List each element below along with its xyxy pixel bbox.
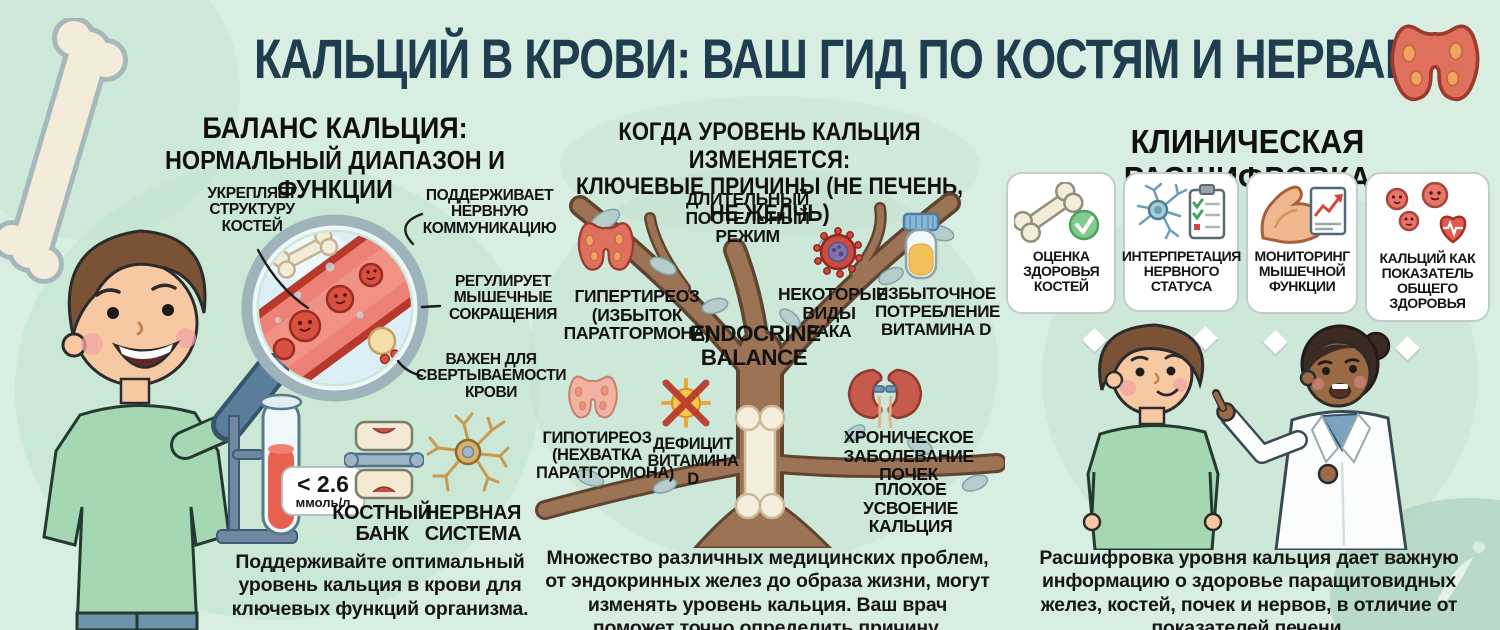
middle-footer-text: Множество различных медицинских проблем,… [545,547,990,630]
left-column-heading: БАЛАНС КАЛЬЦИЯ: НОРМАЛЬНЫЙ ДИАПАЗОН И ФУ… [142,112,529,204]
endocrine-tree-illustration [535,192,1005,548]
annotation-nerve-communication: ПОДДЕРЖИВАЕТ НЕРВНУЮ КОММУНИКАЦИЮ [422,187,557,237]
cause-kidney-disease: ХРОНИЧЕСКОЕ ЗАБОЛЕВАНИЕ ПОЧЕК [843,427,974,485]
cause-bed-rest: ДЛИТЕЛЬНЫЙ ПОСТЕЛЬНЫЙ РЕЖИМ [685,189,810,247]
neuron-checklist-icon [1137,182,1226,240]
cause-poor-absorption: ПЛОХОЕ УСВОЕНИЕ КАЛЬЦИЯ [863,479,958,537]
range-value: < 2.6 [297,471,349,497]
no-sun-icon [661,378,711,428]
thyroid-red-icon [577,222,635,271]
bubble-label: ОЦЕНКА ЗДОРОВЬЯ КОСТЕЙ [1023,248,1100,295]
range-unit: ммоль/л [295,495,351,510]
tree-trunk-label: ENDOCRINE BALANCE [690,321,821,370]
bubble-overall-health: КАЛЬЦИЙ КАК ПОКАЗАТЕЛЬ ОБЩЕГО ЗДОРОВЬЯ [1364,172,1491,322]
page-title: КАЛЬЦИЙ В КРОВИ: ВАШ ГИД ПО КОСТЯМ И НЕР… [254,27,1422,90]
cause-hypothyroidism: ГИПОТИРЕОЗ (НЕХВАТКА ПАРАТГОРМОНА) [536,429,674,482]
annotation-muscle-contraction: РЕГУЛИРУЕТ МЫШЕЧНЫЕ СОКРАЩЕНИЯ [448,273,558,323]
bubble-nerve-status: ИНТЕРПРЕТАЦИЯ НЕРВНОГО СТАТУСА [1121,172,1241,312]
blood-cells-heart-icon [1386,182,1467,244]
bubble-label: ИНТЕРПРЕТАЦИЯ НЕРВНОГО СТАТУСА [1121,248,1241,295]
left-heading-line2: НОРМАЛЬНЫЙ ДИАПАЗОН И ФУНКЦИИ [164,144,506,204]
cause-cancer: НЕКОТОРЫЕ ВИДЫ РАКА [778,284,888,342]
cancer-cell-icon [813,227,863,278]
bone-check-icon [1014,182,1100,243]
cause-vitamin-d-excess: ИЗБЫТОЧНОЕ ПОТРЕБЛЕНИЕ ВИТАМИНА D [875,284,1001,340]
vitamin-d-tube-icon [902,212,940,280]
annotation-bone-structure: УКРЕПЛЯЕТ СТРУКТУРУ КОСТЕЙ [207,185,297,235]
right-footer-text: Расшифровка уровня кальция дает важную и… [1039,547,1459,630]
left-heading-line1: БАЛАНС КАЛЬЦИЯ: [202,112,468,145]
cause-hyperthyroidism: ГИПЕРТИРЕОЗ (ИЗБЫТОК ПАРАТГОРМОНА) [563,286,711,344]
left-footer-text: Поддерживайте оптимальный уровень кальци… [231,551,529,620]
calcium-range-badge: < 2.6 ммоль/л [281,466,365,517]
bubble-label: МОНИТОРИНГ МЫШЕЧНОЙ ФУНКЦИИ [1254,248,1350,295]
bone-icon [0,18,128,284]
muscle-chart-icon [1260,185,1347,244]
tree-label-line1: ENDOCRINE [690,321,821,346]
vertebrae-icon [344,420,424,500]
annotation-blood-clotting: ВАЖЕН ДЛЯ СВЕРТЫВАЕМОСТИ КРОВИ [415,351,567,401]
bubble-label: КАЛЬЦИЙ КАК ПОКАЗАТЕЛЬ ОБЩЕГО ЗДОРОВЬЯ [1379,250,1476,312]
speech-bubble-row: ОЦЕНКА ЗДОРОВЬЯ КОСТЕЙ ИН [1006,172,1491,322]
middle-heading-line2: КЛЮЧЕВЫЕ ПРИЧИНЫ (НЕ ПЕЧЕНЬ, НЕ ЖЕЛЧЬ) [575,173,964,227]
bubble-bone-health: ОЦЕНКА ЗДОРОВЬЯ КОСТЕЙ [1006,172,1117,314]
thyroid-icon [1390,24,1480,102]
middle-heading-line1: КОГДА УРОВЕНЬ КАЛЬЦИЯ ИЗМЕНЯЕТСЯ: [618,118,921,174]
boy-character-left [42,229,240,630]
cause-vitamin-d-deficit: ДЕФИЦИТ ВИТАМИНА D [647,435,739,488]
bg-circle-middle-top [560,96,980,236]
annotation-leader-lines [256,212,442,378]
nervous-system-label: НЕРВНАЯ СИСТЕМА [424,502,522,546]
tree-label-line2: BALANCE [700,344,808,370]
neuron-icon [426,412,510,492]
middle-column-heading: КОГДА УРОВЕНЬ КАЛЬЦИЯ ИЗМЕНЯЕТСЯ: КЛЮЧЕВ… [561,118,979,228]
patient-and-doctor-illustration [1082,323,1408,550]
kidneys-icon [847,368,923,429]
bubble-muscle-function: МОНИТОРИНГ МЫШЕЧНОЙ ФУНКЦИИ [1246,172,1358,314]
leaf-decoration [1425,541,1485,603]
bone-bank-label: КОСТНЫЙ БАНК [332,502,432,546]
thyroid-pale-icon [568,375,618,419]
